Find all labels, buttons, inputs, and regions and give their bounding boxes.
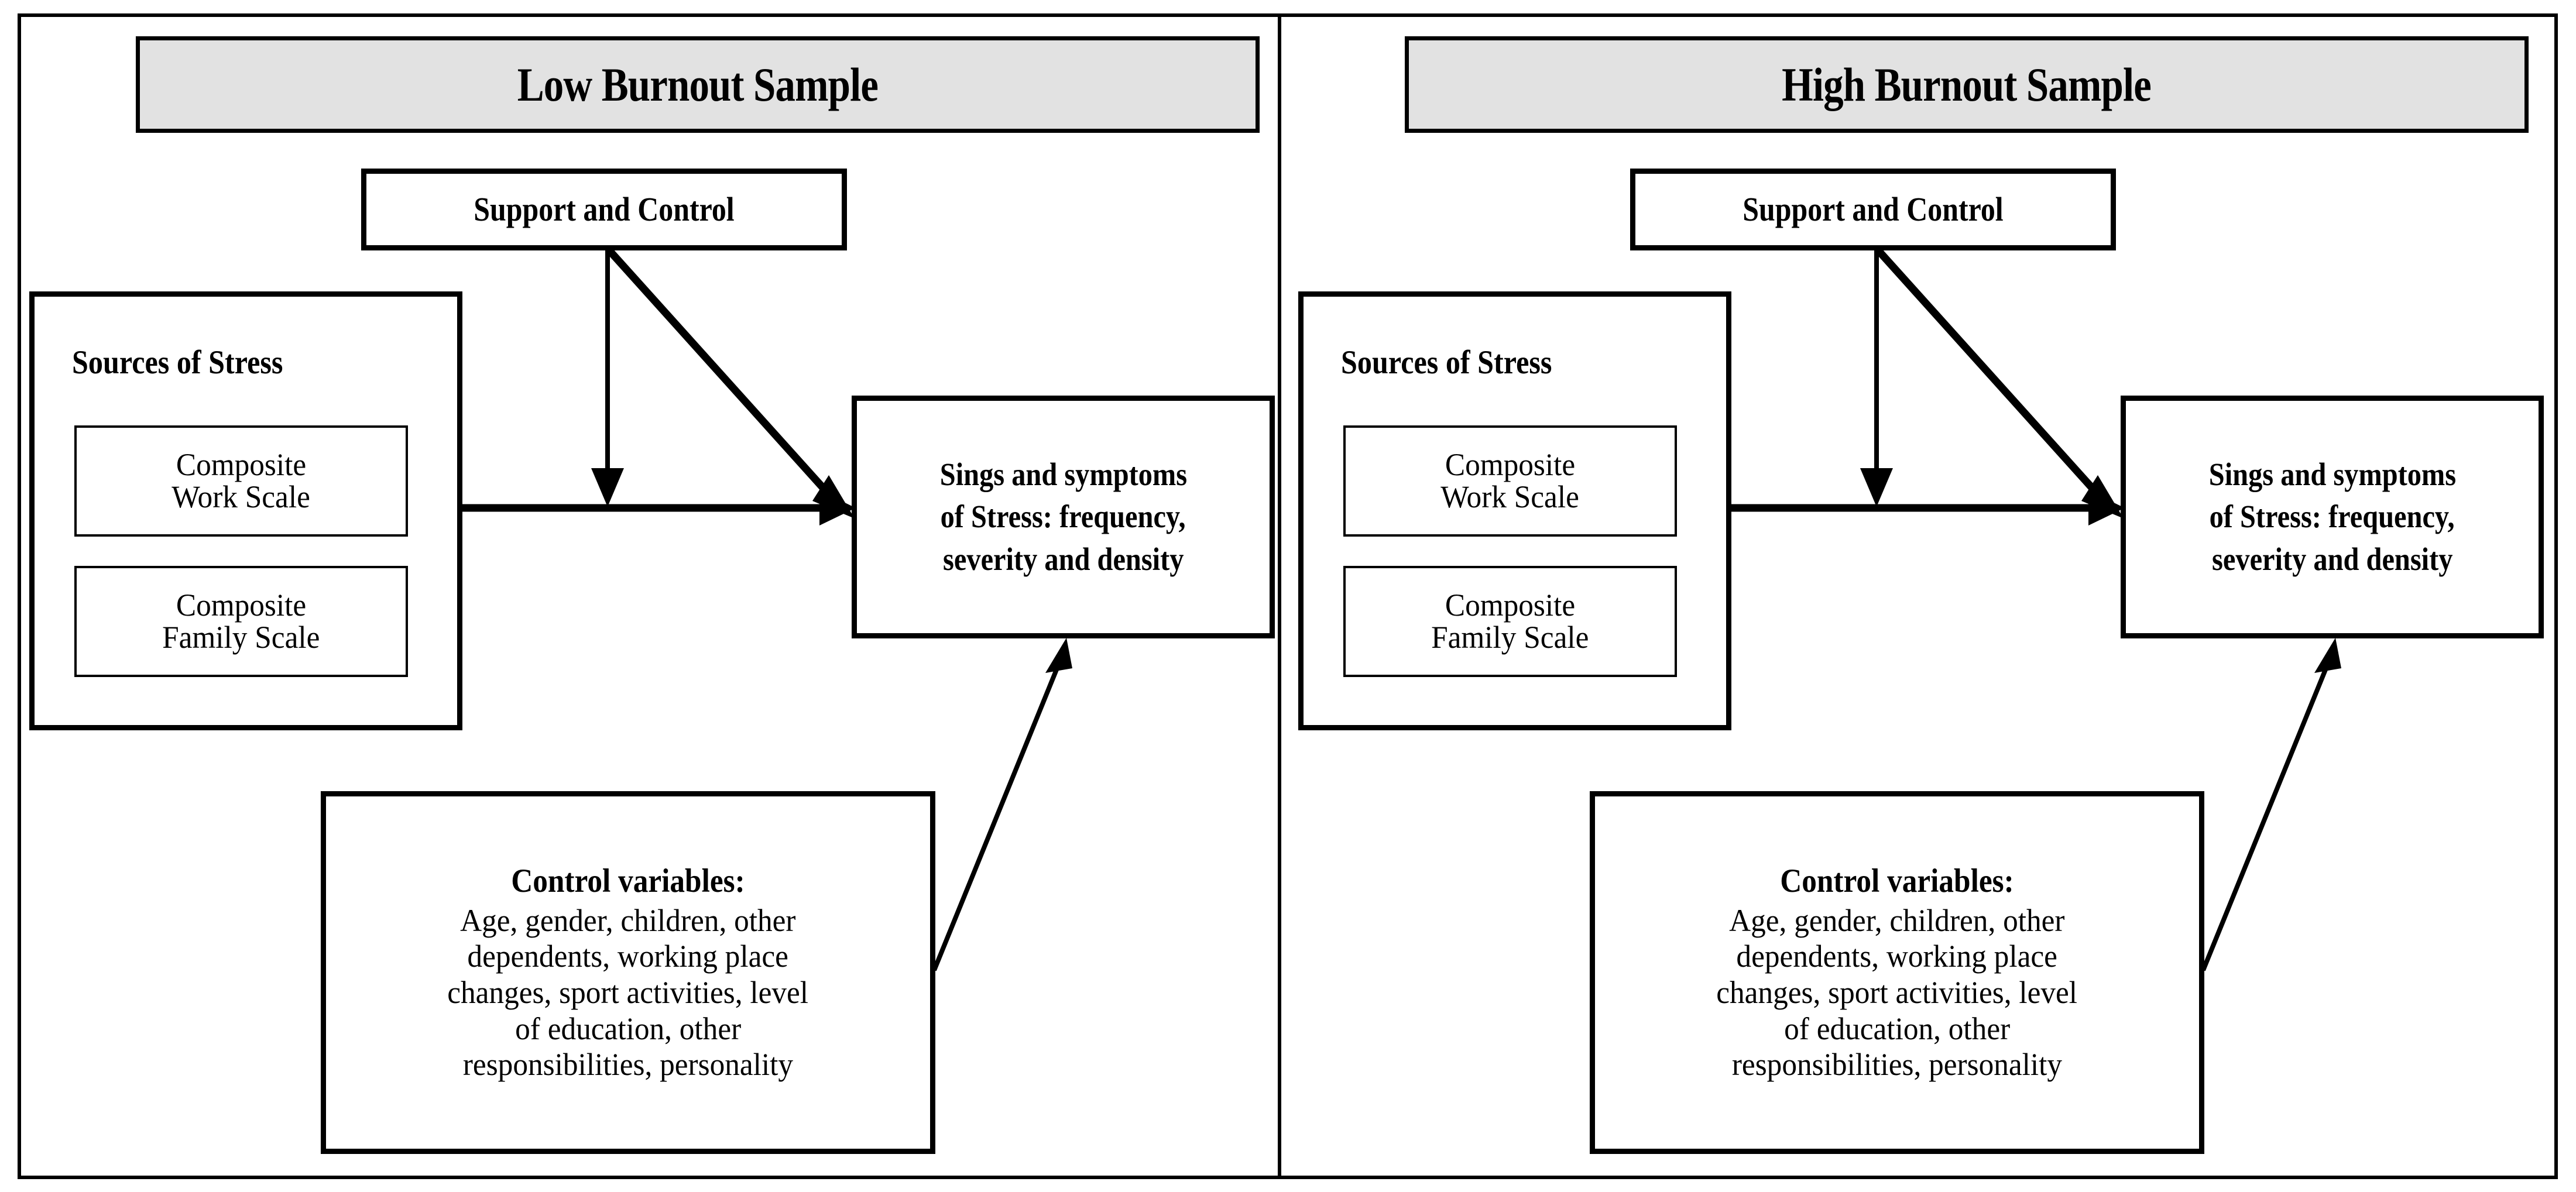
control-variables-title: Control variables:	[511, 863, 745, 900]
arrow-control-to-signs	[2201, 638, 2341, 971]
control-variables-line4: of education, other	[1783, 1011, 2011, 1046]
arrow-support-down	[1860, 250, 1893, 507]
signs-and-symptoms-line3: severity and density	[942, 541, 1184, 577]
composite-work-scale-line2: Work Scale	[1440, 479, 1580, 514]
arrow-sources-to-signs	[1731, 490, 2125, 525]
control-variables-line2: dependents, working place	[467, 939, 789, 974]
composite-family-scale-box: Composite Family Scale	[74, 566, 408, 677]
panel-title-text: High Burnout Sample	[1782, 57, 2152, 111]
composite-family-scale-line1: Composite	[1445, 587, 1576, 623]
support-and-control-label: Support and Control	[1743, 190, 2004, 228]
signs-and-symptoms-box: Sings and symptoms of Stress: frequency,…	[2121, 396, 2544, 638]
arrow-sources-to-signs	[462, 490, 856, 525]
control-variables-line5: responsibilities, personality	[462, 1047, 794, 1083]
sources-of-stress-box: Sources of Stress Composite Work Scale C…	[29, 291, 462, 730]
signs-and-symptoms-line2: of Stress: frequency,	[2210, 499, 2455, 535]
control-variables-line3: changes, sport activities, level	[447, 975, 809, 1010]
signs-and-symptoms-box: Sings and symptoms of Stress: frequency,…	[852, 396, 1275, 638]
sources-of-stress-box: Sources of Stress Composite Work Scale C…	[1298, 291, 1731, 730]
control-variables-box: Control variables: Age, gender, children…	[321, 791, 935, 1154]
panel-title-banner: Low Burnout Sample	[136, 36, 1260, 133]
control-variables-line1: Age, gender, children, other	[1729, 902, 2065, 938]
composite-work-scale-line2: Work Scale	[171, 479, 311, 514]
control-variables-line1: Age, gender, children, other	[460, 902, 796, 938]
support-and-control-label: Support and Control	[474, 190, 735, 228]
sources-of-stress-title: Sources of Stress	[72, 344, 283, 381]
composite-family-scale-line2: Family Scale	[162, 620, 320, 655]
panel-title-text: Low Burnout Sample	[517, 57, 879, 111]
control-variables-line4: of education, other	[514, 1011, 742, 1046]
composite-work-scale-line1: Composite	[1445, 446, 1576, 482]
composite-family-scale-line1: Composite	[176, 587, 307, 623]
panel-high-burnout: High Burnout Sample Support and Control …	[1269, 0, 2544, 1192]
signs-and-symptoms-line1: Sings and symptoms	[939, 456, 1187, 492]
arrow-support-to-signs	[606, 248, 855, 518]
support-and-control-box: Support and Control	[361, 169, 847, 250]
arrow-support-down	[591, 250, 624, 507]
panel-title-banner: High Burnout Sample	[1405, 36, 2529, 133]
control-variables-box: Control variables: Age, gender, children…	[1590, 791, 2204, 1154]
control-variables-line2: dependents, working place	[1736, 939, 2058, 974]
control-variables-line5: responsibilities, personality	[1731, 1047, 2063, 1083]
composite-work-scale-line1: Composite	[176, 446, 307, 482]
signs-and-symptoms-line1: Sings and symptoms	[2208, 456, 2456, 492]
arrow-support-to-signs	[1875, 248, 2124, 518]
panel-divider	[1278, 13, 1281, 1179]
sources-of-stress-title: Sources of Stress	[1341, 344, 1552, 381]
support-and-control-box: Support and Control	[1630, 169, 2116, 250]
composite-family-scale-box: Composite Family Scale	[1343, 566, 1677, 677]
arrow-control-to-signs	[932, 638, 1072, 971]
composite-work-scale-box: Composite Work Scale	[1343, 425, 1677, 537]
signs-and-symptoms-line2: of Stress: frequency,	[941, 499, 1186, 535]
control-variables-title: Control variables:	[1780, 863, 2014, 900]
panel-low-burnout: Low Burnout Sample Support and Control S…	[0, 0, 1275, 1192]
control-variables-line3: changes, sport activities, level	[1716, 975, 2078, 1010]
composite-family-scale-line2: Family Scale	[1431, 620, 1589, 655]
signs-and-symptoms-line3: severity and density	[2211, 541, 2453, 577]
composite-work-scale-box: Composite Work Scale	[74, 425, 408, 537]
